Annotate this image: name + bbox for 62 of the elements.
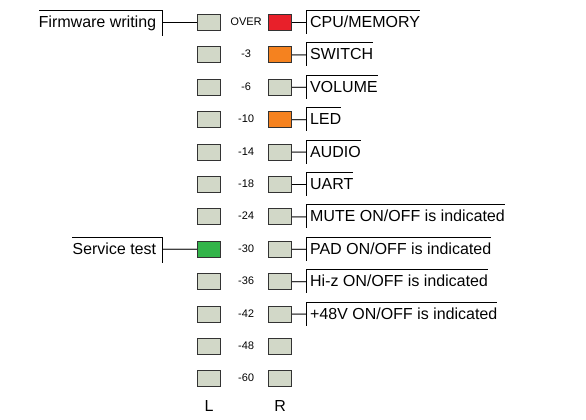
callout-label: SWITCH bbox=[306, 42, 374, 66]
led-indicator bbox=[197, 144, 221, 161]
led-indicator bbox=[268, 370, 292, 388]
channel-label: R bbox=[273, 398, 287, 416]
led-indicator bbox=[197, 111, 221, 128]
callout-label: VOLUME bbox=[306, 74, 378, 99]
led-indicator bbox=[197, 240, 221, 258]
leader-line bbox=[292, 281, 306, 282]
level-label: -14 bbox=[237, 146, 255, 158]
led-indicator bbox=[268, 240, 292, 258]
leader-line bbox=[292, 119, 306, 120]
led-indicator bbox=[268, 306, 292, 323]
led-indicator bbox=[197, 14, 221, 31]
callout-label: AUDIO bbox=[306, 140, 361, 164]
callout-label: PAD ON/OFF is indicated bbox=[306, 236, 492, 261]
level-label: -3 bbox=[240, 48, 252, 60]
leader-line bbox=[292, 248, 306, 250]
led-indicator bbox=[268, 208, 292, 226]
callout-label: Firmware writing bbox=[38, 10, 163, 36]
level-label: -30 bbox=[237, 242, 255, 255]
led-indicator bbox=[268, 338, 292, 355]
led-indicator bbox=[197, 176, 221, 193]
led-indicator bbox=[268, 273, 292, 290]
callout-label: CPU/MEMORY bbox=[306, 10, 420, 34]
led-indicator bbox=[268, 46, 292, 64]
callout-label: LED bbox=[306, 107, 342, 132]
led-indicator bbox=[268, 14, 292, 31]
callout-label: +48V ON/OFF is indicated bbox=[306, 302, 498, 326]
leader-line bbox=[292, 54, 306, 56]
level-label: -24 bbox=[237, 210, 255, 222]
led-indicator bbox=[197, 273, 221, 290]
level-label: -36 bbox=[237, 275, 255, 288]
leader-line bbox=[292, 314, 306, 315]
led-indicator bbox=[197, 306, 221, 323]
callout-label: Service test bbox=[72, 236, 163, 263]
led-indicator bbox=[197, 370, 221, 388]
leader-line bbox=[292, 86, 306, 88]
level-label: -42 bbox=[237, 308, 255, 320]
leader-line bbox=[162, 22, 198, 23]
leader-line bbox=[292, 184, 306, 185]
channel-label: L bbox=[204, 398, 214, 416]
led-indicator bbox=[197, 78, 221, 96]
leader-line bbox=[292, 152, 306, 153]
leader-line bbox=[292, 216, 306, 218]
led-indicator bbox=[268, 144, 292, 161]
led-indicator bbox=[197, 338, 221, 355]
callout-label: Hi-z ON/OFF is indicated bbox=[306, 269, 488, 294]
level-label: OVER bbox=[229, 16, 263, 28]
led-indicator bbox=[268, 78, 292, 96]
level-label: -60 bbox=[237, 372, 255, 384]
led-indicator bbox=[268, 111, 292, 128]
level-label: -18 bbox=[237, 178, 255, 190]
callout-label: UART bbox=[306, 172, 354, 196]
callout-label: MUTE ON/OFF is indicated bbox=[306, 204, 505, 228]
level-label: -6 bbox=[240, 80, 252, 93]
led-indicator bbox=[197, 208, 221, 226]
leader-line bbox=[292, 22, 306, 23]
leader-line bbox=[162, 248, 198, 250]
level-label: -48 bbox=[237, 340, 255, 352]
led-indicator bbox=[197, 46, 221, 64]
led-indicator bbox=[268, 176, 292, 193]
level-label: -10 bbox=[237, 113, 255, 126]
